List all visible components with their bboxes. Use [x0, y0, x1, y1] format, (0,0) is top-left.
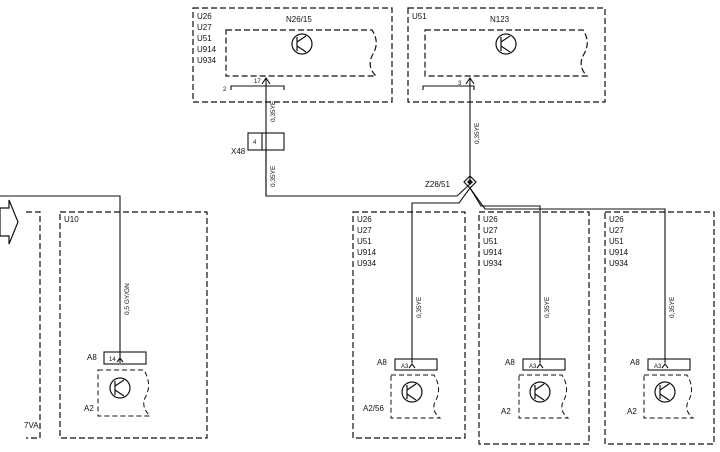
- module-3-frame: [604, 211, 715, 445]
- module-1: U26 U27 U51 U914 U934 0,35YE A8 A3 A2/56: [352, 211, 466, 439]
- connector-pin-box: [103, 351, 147, 365]
- module-1-frame: [352, 211, 466, 439]
- variant-label: U914: [483, 248, 503, 257]
- variant-label: U27: [357, 226, 372, 235]
- component-label: A2: [84, 404, 94, 413]
- pin-label: 17: [254, 79, 261, 85]
- variant-label: U914: [197, 45, 217, 54]
- component-n26-15-box: [225, 29, 378, 77]
- pin-label: 3: [458, 81, 462, 87]
- module-n123-frame: [407, 7, 606, 103]
- connector-x48: 4 X48: [231, 132, 285, 156]
- variant-label: U51: [357, 237, 372, 246]
- wire-left-module: [0, 195, 121, 363]
- connector-pin-box: [394, 358, 438, 371]
- module-2-frame: [478, 211, 590, 445]
- wire-label: 0,5 GY/GN: [124, 283, 131, 315]
- module-3: U26 U27 U51 U914 U934 0,35YE A8 A3 A2: [604, 211, 715, 445]
- component-n123-box: [424, 29, 589, 77]
- variant-label: U914: [609, 248, 629, 257]
- transistor-icon: [401, 381, 423, 403]
- component-label: N26/15: [286, 15, 312, 24]
- variant-label: U51: [609, 237, 624, 246]
- component-label: A2: [501, 407, 511, 416]
- transistor-icon: [109, 377, 131, 399]
- cut-edge: [26, 211, 41, 439]
- transistor-icon: [529, 381, 551, 403]
- variant-label: U934: [609, 259, 629, 268]
- pin-arrow: [661, 363, 669, 369]
- variant-label: U26: [197, 12, 212, 21]
- transistor-icon: [291, 33, 313, 55]
- connector-pin-box: [522, 358, 566, 371]
- module-u10: U10 7VA 0,5 GY/GN A8 14 A2: [0, 199, 208, 439]
- wire-label: 0,35YE: [270, 165, 277, 187]
- variant-label: U26: [357, 215, 372, 224]
- variant-label: U934: [483, 259, 503, 268]
- pin-label: 14: [109, 357, 116, 363]
- transistor-icon: [495, 33, 517, 55]
- connector-pin-box: [647, 358, 691, 371]
- pin-arrow: [261, 77, 271, 85]
- module-n123: U51 N123 3: [407, 7, 606, 103]
- module-u10-frame: [59, 211, 208, 439]
- variant-label: U51: [197, 34, 212, 43]
- wire-label: 0,35YE: [270, 100, 277, 122]
- pin-arrow: [536, 363, 544, 369]
- pin-label: A3: [529, 364, 537, 370]
- component-label: A2/56: [363, 404, 384, 413]
- pin-label: A3: [654, 364, 662, 370]
- splice-label: Z28/51: [425, 180, 450, 189]
- wire-label: 0,35YE: [474, 122, 481, 144]
- wire-label: 0,35YE: [544, 296, 551, 318]
- component-box: [643, 374, 695, 419]
- variant-label: U26: [609, 215, 624, 224]
- pin-label: 4: [253, 140, 257, 146]
- wire-to-splice: [265, 150, 471, 197]
- module-2: U26 U27 U51 U914 U934 0,35YE A8 A3 A2: [478, 211, 590, 445]
- pin-label: A8: [377, 358, 387, 367]
- wire-branch-1: [411, 187, 471, 363]
- pin-label: A8: [505, 358, 515, 367]
- module-n26-15-variants: U26 U27 U51 U914 U934: [197, 12, 217, 65]
- variant-label: U27: [197, 23, 212, 32]
- module-n26-15-frame: [192, 7, 393, 103]
- wire-label: 0,35YE: [416, 296, 423, 318]
- pin-arrow: [465, 77, 475, 85]
- wire-label: 0,35YE: [669, 296, 676, 318]
- component-box: [97, 369, 152, 417]
- pin-label: A8: [87, 353, 97, 362]
- connector-bracket: [230, 85, 285, 90]
- variant-label: U26: [483, 215, 498, 224]
- variant-label: U51: [483, 237, 498, 246]
- arrow-right-icon: [0, 199, 19, 245]
- variant-label: U27: [483, 226, 498, 235]
- wire-branch-3: [469, 187, 666, 363]
- pin-arrow: [116, 357, 124, 363]
- pin-label: 2: [223, 87, 227, 93]
- variant-label: U934: [197, 56, 217, 65]
- component-label: A2: [627, 407, 637, 416]
- module-n26-15: U26 U27 U51 U914 U934 N26/15 17 2: [192, 7, 393, 103]
- connector-label: X48: [231, 147, 246, 156]
- pin-label: A8: [630, 358, 640, 367]
- variant-label: U51: [412, 12, 427, 21]
- variant-label: U10: [64, 215, 79, 224]
- wire-branch-2: [469, 187, 541, 363]
- component-label: N123: [490, 15, 510, 24]
- component-box: [518, 374, 570, 419]
- connector-bracket: [422, 85, 475, 90]
- pin-label: A3: [401, 364, 409, 370]
- splice-z28-51: Z28/51: [425, 175, 477, 189]
- wiring: 0,35YE 4 X48 0,35YE 0,35YE Z28/51: [0, 77, 666, 363]
- component-box: [390, 374, 442, 419]
- variant-label: U934: [357, 259, 377, 268]
- pin-arrow: [408, 363, 416, 369]
- variant-label: U914: [357, 248, 377, 257]
- cut-label: 7VA: [24, 421, 39, 430]
- variant-label: U27: [609, 226, 624, 235]
- transistor-icon: [654, 381, 676, 403]
